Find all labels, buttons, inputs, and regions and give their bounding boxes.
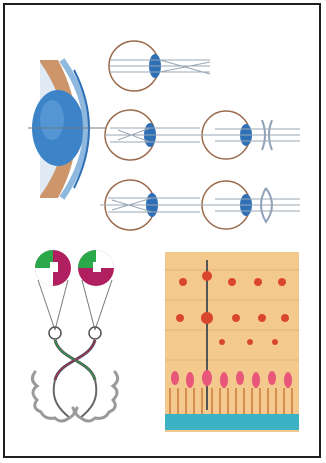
cortex-outline xyxy=(32,372,117,421)
visual-pathway xyxy=(32,250,117,421)
pigment-epithelium xyxy=(165,414,299,430)
visual-field-left xyxy=(35,250,71,286)
ray-diagram-myopia-corrected xyxy=(200,111,300,159)
ray-diagram-myopia xyxy=(105,110,200,160)
eye-cross-section xyxy=(28,60,112,198)
retina-layers xyxy=(165,252,299,432)
ray-diagram-normal xyxy=(109,41,210,91)
ray-diagram-hyperopia-corrected xyxy=(200,181,300,229)
ray-diagram-hyperopia xyxy=(100,180,200,230)
ray-diagrams xyxy=(100,41,300,230)
visual-field-right xyxy=(78,250,114,286)
